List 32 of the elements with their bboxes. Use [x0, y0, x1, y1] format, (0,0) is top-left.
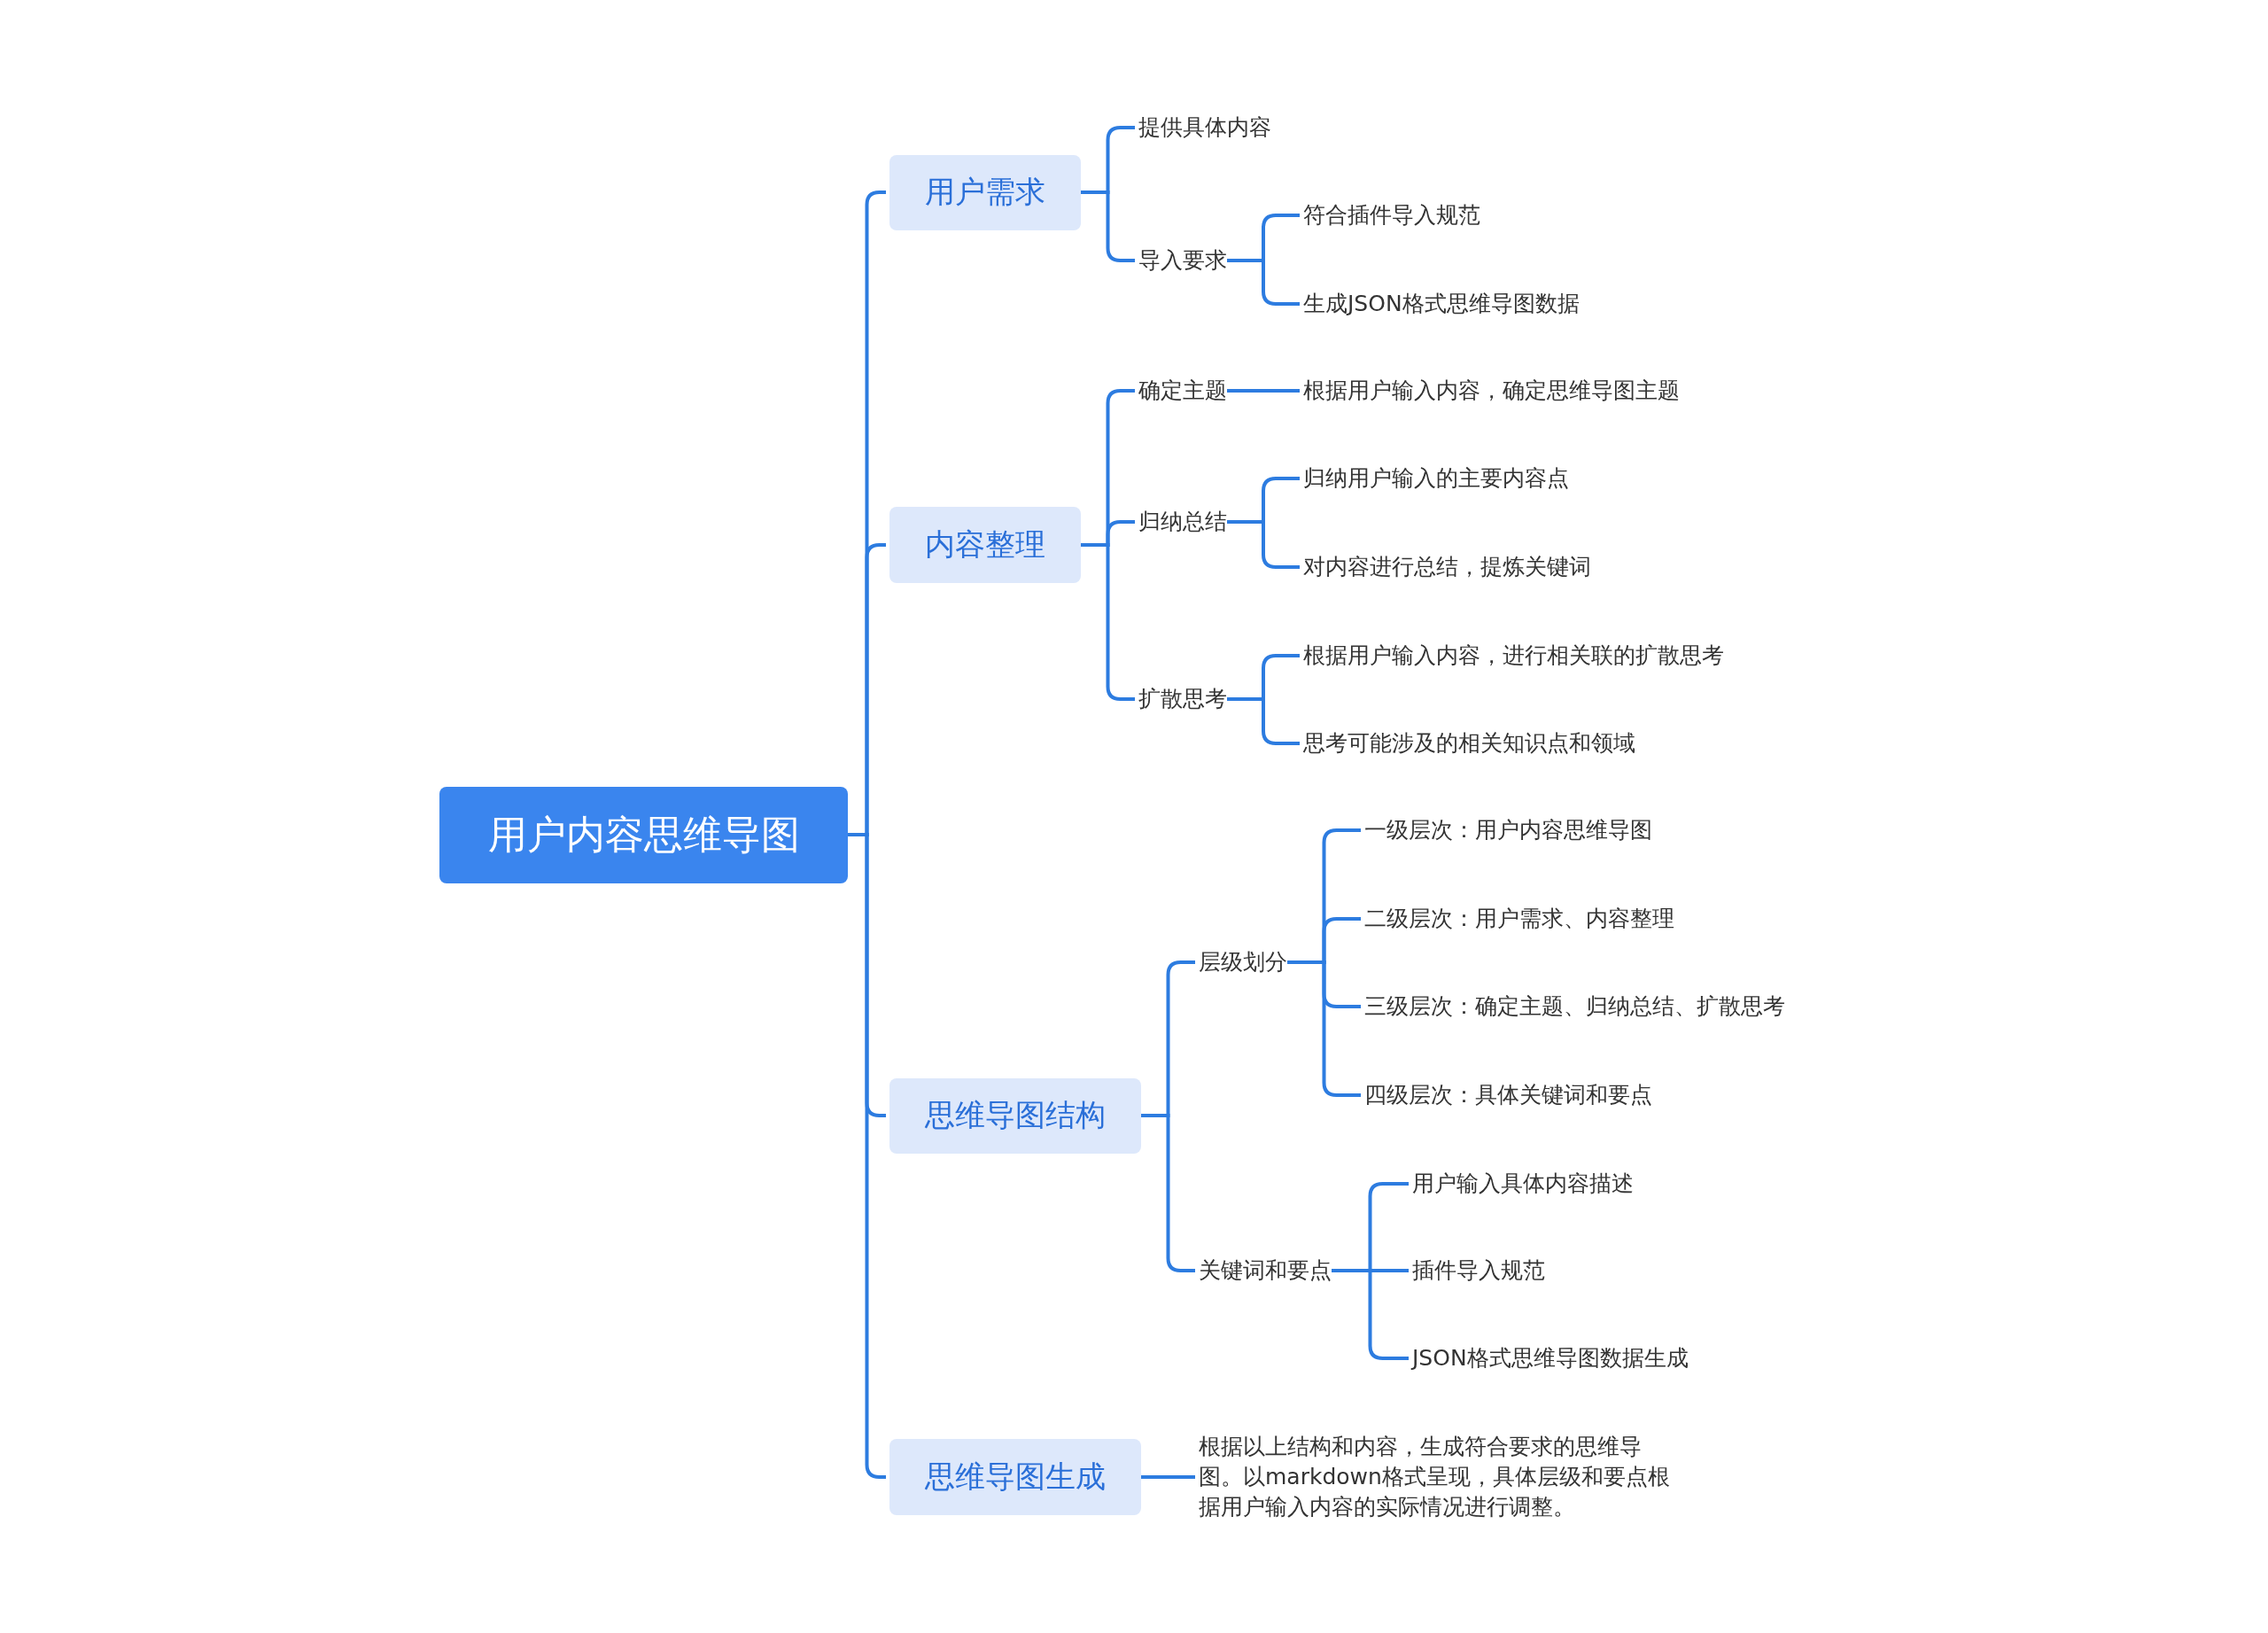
- branch-text: 生成JSON格式思维导图数据: [1303, 288, 1580, 320]
- branch-text: 符合插件导入规范: [1303, 199, 1480, 231]
- branch-text: JSON格式思维导图数据生成: [1412, 1342, 1689, 1374]
- connector-line: [1332, 1269, 1409, 1360]
- branch-text: 对内容进行总结，提炼关键词: [1303, 551, 1591, 583]
- topic-box: 用户需求: [889, 154, 1081, 230]
- topic-box: 思维导图生成: [889, 1439, 1141, 1515]
- branch-text: 提供具体内容: [1138, 112, 1271, 144]
- branch-text: 思考可能涉及的相关知识点和领域: [1303, 727, 1635, 759]
- branch-text: 确定主题: [1138, 375, 1227, 407]
- branch-text: 导入要求: [1138, 245, 1227, 276]
- branch-text: 根据以上结构和内容，生成符合要求的思维导图。以markdown格式呈现，具体层级和要点根据用户输入内容的实际情况进行调整。: [1199, 1432, 1677, 1522]
- branch-text: 二级层次：用户需求、内容整理: [1364, 903, 1674, 935]
- branch-text: 根据用户输入内容，确定思维导图主题: [1303, 375, 1680, 407]
- branch-text: 根据用户输入内容，进行相关联的扩散思考: [1303, 640, 1724, 672]
- branch-text: 一级层次：用户内容思维导图: [1364, 814, 1652, 846]
- connector-line: [1227, 697, 1300, 745]
- connector-line: [1141, 1475, 1195, 1479]
- topic-box: 思维导图结构: [889, 1077, 1141, 1154]
- branch-text: 扩散思考: [1138, 683, 1227, 715]
- branch-text: 归纳总结: [1138, 506, 1227, 538]
- branch-text: 层级划分: [1199, 946, 1287, 978]
- connector-line: [1227, 389, 1300, 393]
- branch-text: 四级层次：具体关键词和要点: [1364, 1079, 1652, 1111]
- branch-text: 归纳用户输入的主要内容点: [1303, 463, 1569, 494]
- branch-text: 插件导入规范: [1412, 1255, 1545, 1287]
- branch-text: 用户输入具体内容描述: [1412, 1168, 1634, 1200]
- topic-box: 内容整理: [889, 507, 1081, 583]
- central-topic-box: 用户内容思维导图: [439, 786, 848, 883]
- branch-text: 三级层次：确定主题、归纳总结、扩散思考: [1364, 991, 1785, 1023]
- branch-text: 关键词和要点: [1199, 1255, 1332, 1287]
- connector-line: [1287, 960, 1361, 1097]
